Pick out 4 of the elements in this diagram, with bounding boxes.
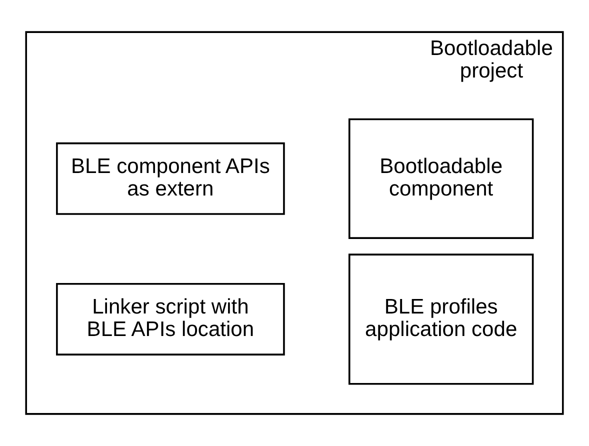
node-box: BLE profiles application code [348,254,534,385]
node-box: BLE component APIs as extern [56,142,285,215]
node-box: Bootloadable component [348,118,534,239]
node-box: Linker script with BLE APIs location [56,283,285,356]
